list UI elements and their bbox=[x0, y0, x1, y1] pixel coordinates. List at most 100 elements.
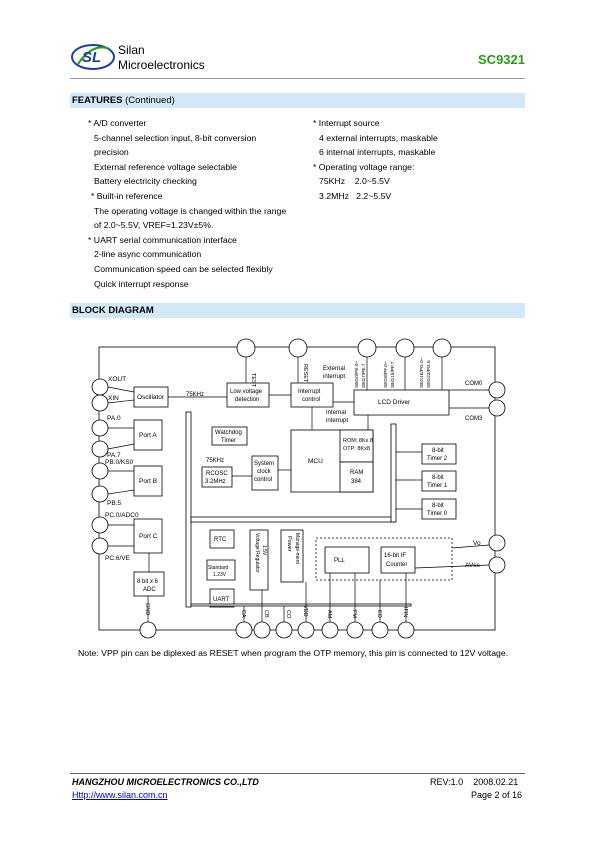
svg-text:detection: detection bbox=[235, 397, 259, 403]
footer-revision: REV:1.0 2008.02.21 bbox=[430, 777, 518, 787]
svg-text:Power: Power bbox=[286, 536, 292, 552]
svg-text:Counter: Counter bbox=[386, 562, 407, 568]
rtc-block bbox=[209, 529, 235, 549]
port-a-block bbox=[133, 419, 163, 451]
svg-text:Voltage Regulator: Voltage Regulator bbox=[254, 533, 260, 573]
feature-line: * Built-in reference bbox=[91, 190, 163, 201]
svg-text:384: 384 bbox=[351, 479, 362, 485]
feature-line: * Operating voltage range: bbox=[313, 161, 415, 172]
svg-text:PA.7: PA.7 bbox=[107, 452, 121, 459]
svg-text:Timer 1: Timer 1 bbox=[427, 483, 448, 489]
svg-text:8-bit: 8-bit bbox=[432, 503, 444, 509]
adc-block bbox=[133, 571, 165, 597]
standard-ref-block bbox=[206, 559, 236, 581]
svg-text:Timer: Timer bbox=[221, 438, 236, 444]
feature-line: * A/D converter bbox=[88, 118, 147, 128]
footer-company: HANGZHOU MICROELECTRONICS CO.,LTD bbox=[72, 777, 259, 787]
svg-text:SEG16/PG.0~: SEG16/PG.0~ bbox=[419, 357, 425, 388]
svg-text:Low voltage: Low voltage bbox=[230, 389, 263, 395]
block-diagram-bar bbox=[70, 303, 525, 318]
header-rule bbox=[70, 78, 525, 79]
svg-text:8-bit: 8-bit bbox=[432, 475, 444, 481]
svg-text:FM: FM bbox=[351, 610, 357, 618]
svg-text:ROM: 8Kx 8: ROM: 8Kx 8 bbox=[343, 438, 373, 444]
svg-text:SEG7/PE.7: SEG7/PE.7 bbox=[361, 363, 367, 388]
feature-line: 2-line async communication bbox=[94, 249, 202, 260]
feature-line: Communication speed can be selected flex… bbox=[94, 263, 273, 274]
ram-block bbox=[339, 461, 374, 493]
svg-text:PC.0/ADC0: PC.0/ADC0 bbox=[105, 512, 139, 519]
svg-text:RTC: RTC bbox=[214, 537, 227, 543]
svg-text:SEG0/PE.0~: SEG0/PE.0~ bbox=[354, 360, 360, 388]
svg-text:Port A: Port A bbox=[139, 432, 157, 439]
left-pins bbox=[91, 378, 109, 555]
feature-line: precision bbox=[94, 147, 129, 158]
svg-text:RESET: RESET bbox=[302, 364, 308, 383]
interrupt-control-block bbox=[290, 382, 334, 408]
svg-text:Port C: Port C bbox=[139, 533, 158, 540]
svg-text:SEG8/PF.0~: SEG8/PF.0~ bbox=[383, 361, 389, 388]
svg-text:Manage-ment: Manage-ment bbox=[294, 533, 300, 564]
svg-text:interrupt: interrupt bbox=[323, 374, 345, 380]
feature-line: External reference voltage selectable bbox=[94, 161, 237, 172]
diagram-note: Note: VPP pin can be diplexed as RESET w… bbox=[78, 648, 509, 658]
svg-text:1.23V: 1.23V bbox=[213, 572, 227, 578]
features-right-list: * Interrupt source 4 external interrupts… bbox=[313, 116, 438, 204]
bottom-pins bbox=[139, 621, 415, 639]
feature-line: Quick interrupt response bbox=[94, 278, 189, 289]
feature-line: 6 internal interrupts, maskable bbox=[319, 147, 436, 158]
svg-text:Watchdog: Watchdog bbox=[215, 430, 242, 436]
svg-text:Internal: Internal bbox=[326, 410, 346, 416]
features-title: FEATURES (Continued) bbox=[72, 95, 175, 106]
svg-text:Timer 0: Timer 0 bbox=[427, 511, 448, 517]
timer1-block bbox=[421, 470, 457, 492]
if-counter-block bbox=[380, 546, 416, 574]
top-pins bbox=[236, 338, 452, 358]
watchdog-block bbox=[211, 426, 248, 446]
svg-text:CA: CA bbox=[240, 610, 246, 618]
svg-text:OTP: 8Kx8: OTP: 8Kx8 bbox=[343, 446, 370, 452]
right-bus bbox=[390, 423, 397, 523]
feature-line: Battery electricity checking bbox=[94, 176, 197, 187]
svg-text:XIN: XIN bbox=[108, 395, 119, 402]
website-link[interactable]: Http://www.silan.com.cn bbox=[72, 790, 168, 800]
revision: REV:1.0 bbox=[430, 777, 464, 787]
low-voltage-block bbox=[226, 382, 270, 408]
svg-text:CO: CO bbox=[285, 610, 291, 619]
svg-text:16-bit IF: 16-bit IF bbox=[384, 553, 406, 559]
svg-text:EO: EO bbox=[376, 610, 382, 619]
svg-text:AM: AM bbox=[326, 610, 332, 619]
feature-line: 5-channel selection input, 8-bit convers… bbox=[94, 132, 257, 143]
bottom-bus bbox=[190, 516, 396, 523]
svg-text:IFIN: IFIN bbox=[402, 607, 408, 617]
feature-line: 3.2MHz 2.2~5.5V bbox=[319, 190, 392, 201]
svg-text:RCOSC: RCOSC bbox=[206, 471, 228, 477]
features-bar bbox=[70, 93, 525, 108]
svg-text:PB.0/KS0: PB.0/KS0 bbox=[105, 459, 134, 466]
feature-line: * UART serial communication interface bbox=[88, 234, 237, 245]
svg-text:1.5V: 1.5V bbox=[261, 545, 267, 556]
port-b-block bbox=[133, 465, 163, 497]
svg-text:External: External bbox=[323, 366, 345, 372]
svg-text:Interrupt: Interrupt bbox=[298, 389, 321, 395]
svg-text:ADC: ADC bbox=[143, 587, 156, 593]
svg-text:Timer 2: Timer 2 bbox=[427, 456, 448, 462]
voltage-regulator-block bbox=[249, 529, 269, 591]
svg-text:3.2MHz: 3.2MHz bbox=[205, 479, 226, 485]
svg-text:Port B: Port B bbox=[139, 478, 157, 485]
features-left-list: * A/D converter 5-channel selection inpu… bbox=[88, 116, 286, 291]
company-line2: Microelectronics bbox=[118, 58, 205, 72]
svg-text:COM0: COM0 bbox=[465, 381, 483, 387]
svg-text:Oscillator: Oscillator bbox=[137, 394, 165, 401]
svg-text:COM3: COM3 bbox=[465, 416, 483, 422]
feature-line: 75KHz 2.0~5.5V bbox=[319, 176, 390, 187]
power-management-block bbox=[280, 529, 304, 583]
svg-text:RAM: RAM bbox=[350, 470, 363, 476]
company-name: Silan Microelectronics bbox=[118, 43, 205, 73]
svg-text:75KHz: 75KHz bbox=[206, 458, 224, 464]
svg-text:SEG15/PF.7: SEG15/PF.7 bbox=[390, 361, 396, 388]
svg-text:XOUT: XOUT bbox=[108, 376, 126, 383]
footer-rule bbox=[70, 773, 525, 774]
svg-text:8-bit: 8-bit bbox=[432, 448, 444, 454]
